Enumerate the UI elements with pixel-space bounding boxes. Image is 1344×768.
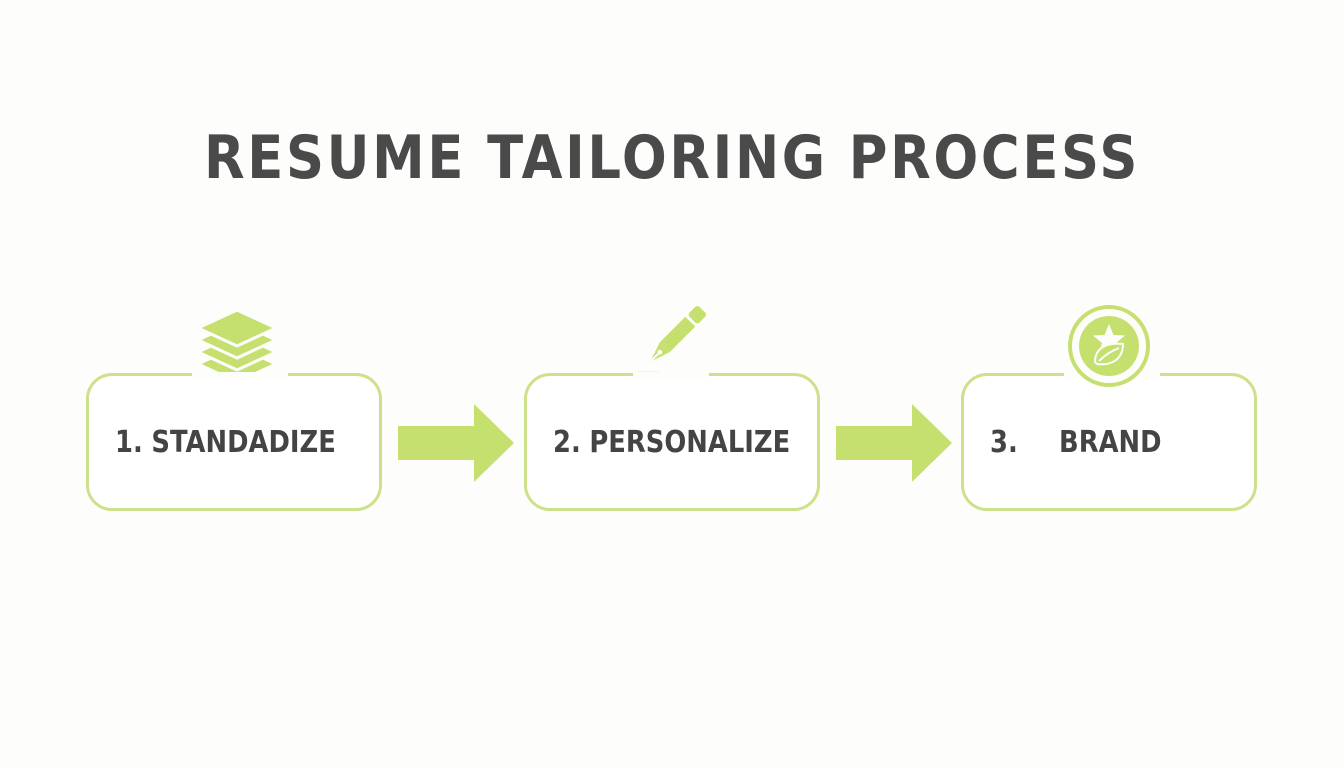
step-number: 2. (553, 424, 581, 460)
step-label: 3. BRAND (990, 376, 1162, 508)
diagram-title: RESUME TAILORING PROCESS (203, 123, 1140, 193)
step-number: 3. (990, 424, 1018, 460)
arrow-right-icon (836, 404, 952, 482)
step-label: 1.STANDADIZE (115, 376, 336, 508)
pen-icon (636, 300, 712, 376)
step-box-personalize: 2.PERSONALIZE (524, 372, 820, 511)
arrow-right-icon (398, 404, 514, 482)
step-number: 1. (115, 424, 143, 460)
step-text: PERSONALIZE (589, 424, 791, 460)
step-box-standardize: 1.STANDADIZE (86, 372, 382, 511)
step-box-brand: 3. BRAND (961, 372, 1257, 511)
star-leaf-badge-icon (1067, 304, 1151, 388)
step-label: 2.PERSONALIZE (553, 376, 790, 508)
step-text: BRAND (1059, 424, 1162, 460)
step-text: STANDADIZE (151, 424, 336, 460)
